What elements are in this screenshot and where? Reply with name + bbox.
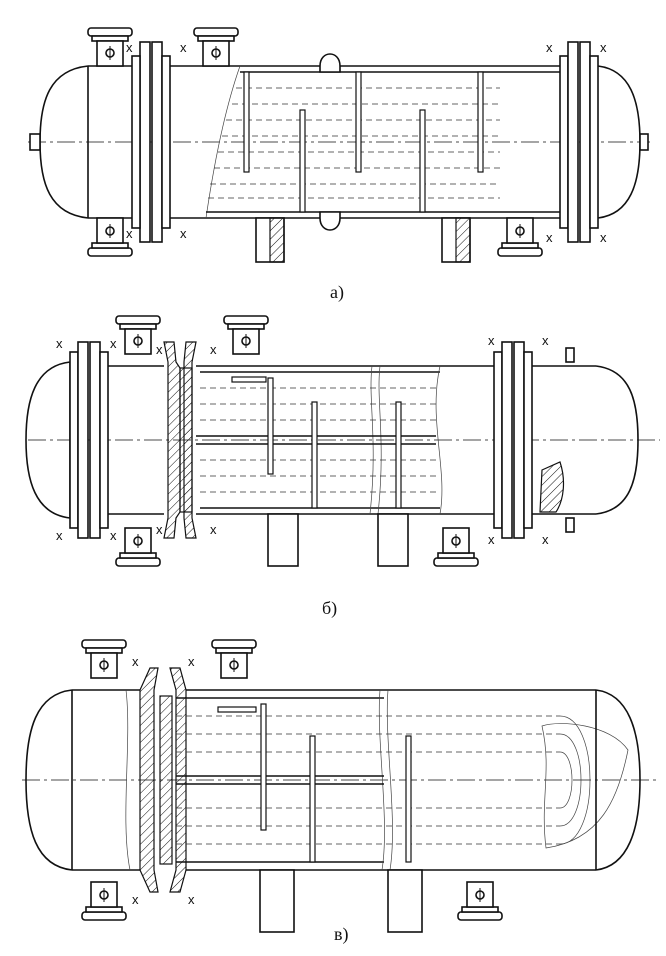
weld-mark: x: [56, 528, 63, 543]
weld-mark: x: [546, 230, 553, 245]
weld-mark: x: [188, 892, 195, 907]
weld-mark: x: [210, 522, 217, 537]
exchanger-b: x x x x x x x x x x x x б): [25, 315, 660, 619]
weld-mark: x: [110, 336, 117, 351]
caption-b: б): [322, 598, 337, 619]
weld-mark: x: [126, 226, 133, 241]
weld-mark: x: [156, 342, 163, 357]
weld-mark: x: [156, 522, 163, 537]
weld-mark: x: [180, 40, 187, 55]
weld-mark: x: [542, 532, 549, 547]
caption-c: в): [334, 924, 349, 945]
weld-mark: x: [180, 226, 187, 241]
weld-mark: x: [488, 333, 495, 348]
weld-mark: x: [600, 40, 607, 55]
caption-a: а): [330, 282, 344, 303]
weld-mark: x: [132, 654, 139, 669]
weld-mark: x: [546, 40, 553, 55]
exchanger-c: x x x x в): [22, 639, 660, 945]
weld-mark: x: [542, 333, 549, 348]
exchanger-a: x x x x x x x x а): [28, 27, 650, 303]
weld-mark: x: [126, 40, 133, 55]
weld-mark: x: [132, 892, 139, 907]
weld-mark: x: [56, 336, 63, 351]
weld-mark: x: [600, 230, 607, 245]
weld-mark: x: [188, 654, 195, 669]
weld-mark: x: [210, 342, 217, 357]
weld-mark: x: [488, 532, 495, 547]
weld-mark: x: [110, 528, 117, 543]
